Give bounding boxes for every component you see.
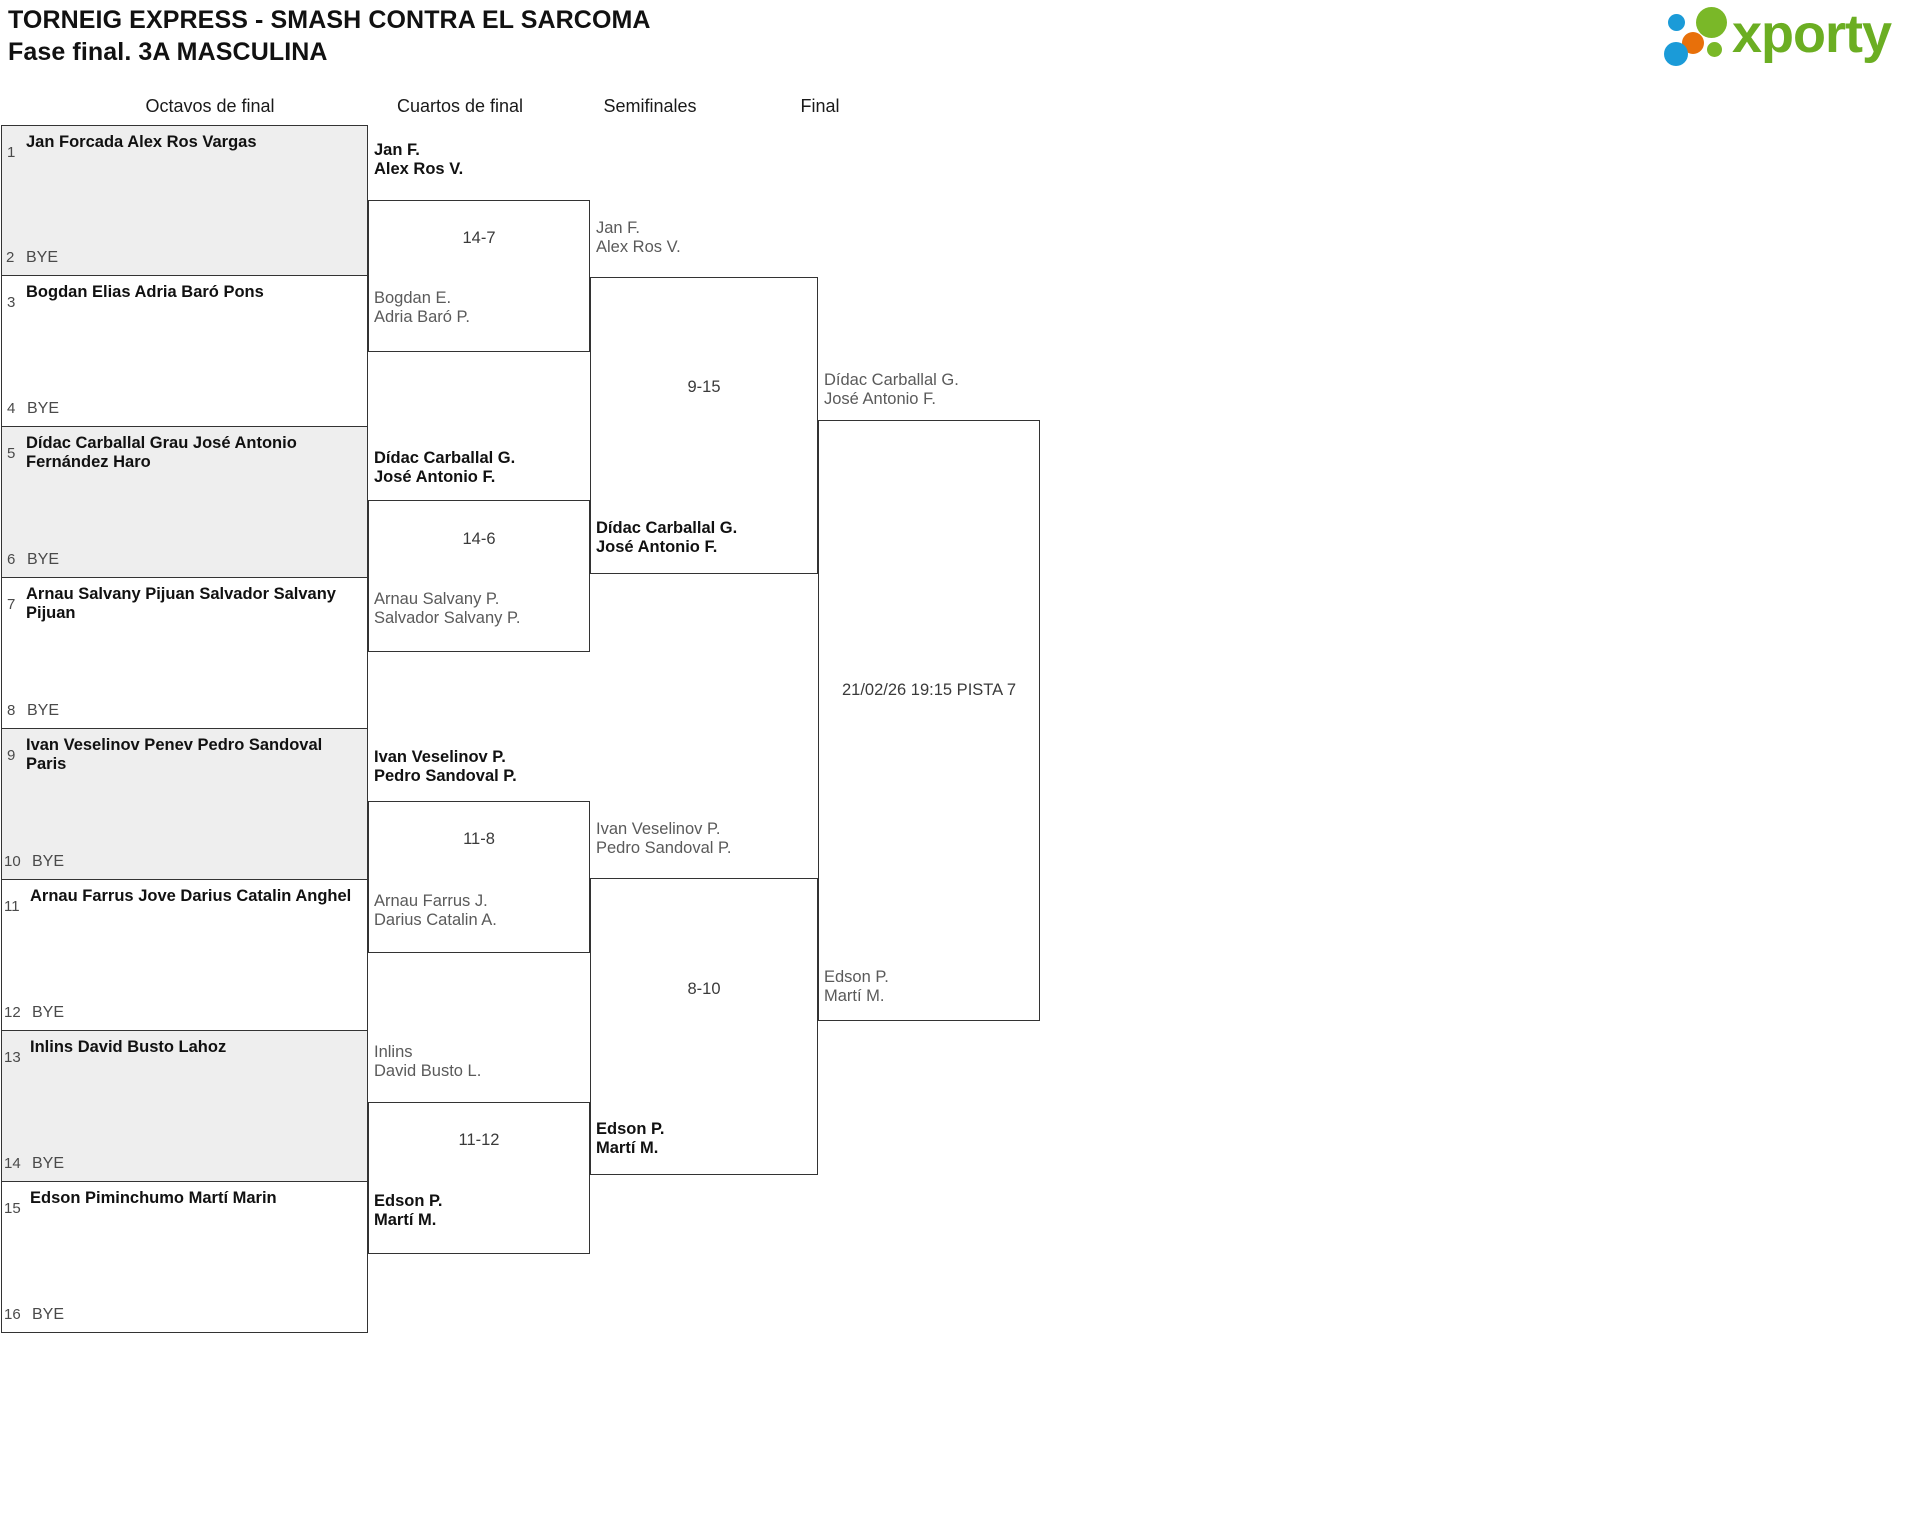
seed-number: 6: [7, 551, 16, 568]
qf-3-top-team: Ivan Veselinov P. Pedro Sandoval P.: [374, 748, 517, 785]
seed-number: 12: [4, 1004, 21, 1021]
seed-number: 2: [6, 249, 15, 266]
seed-players: Ivan Veselinov Penev Pedro Sandoval Pari…: [26, 736, 323, 773]
qf-2-score: 14-6: [462, 530, 496, 548]
seed-number: 1: [7, 144, 16, 161]
qf-3-bottom-team: Arnau Farrus J. Darius Catalin A.: [374, 892, 497, 929]
qf-1-bottom-team: Bogdan E. Adria Baró P.: [374, 289, 471, 326]
sf-2-top-team: Ivan Veselinov P. Pedro Sandoval P.: [596, 820, 732, 857]
seed-number: 8: [7, 702, 16, 719]
tournament-title: TORNEIG EXPRESS - SMASH CONTRA EL SARCOM…: [8, 6, 651, 34]
match-box-qf-1[interactable]: [368, 200, 590, 352]
seed-players: Bogdan Elias Adria Baró Pons: [26, 283, 264, 301]
seed-players: Dídac Carballal Grau José Antonio Fernán…: [26, 434, 297, 471]
seed-bye-label: BYE: [32, 1306, 65, 1323]
logo-dot-blue-small-icon: [1668, 14, 1685, 31]
seed-cell-1[interactable]: 1 Jan Forcada Alex Ros Vargas: [1, 125, 368, 276]
seed-number: 9: [7, 747, 16, 764]
final-bottom-team: Edson P. Martí M.: [824, 968, 889, 1005]
logo-dot-orange-icon: [1682, 32, 1704, 54]
seed-bye-label: BYE: [26, 249, 59, 266]
sf-2-bottom-team: Edson P. Martí M.: [596, 1120, 665, 1157]
seed-number: 14: [4, 1155, 21, 1172]
seed-players: Edson Piminchumo Martí Marin: [30, 1189, 277, 1207]
seed-bye-label: BYE: [32, 1004, 65, 1021]
seed-number: 3: [7, 294, 16, 311]
qf-4-top-team: Inlins David Busto L.: [374, 1043, 482, 1080]
seed-number: 16: [4, 1306, 21, 1323]
seed-number: 11: [4, 898, 20, 915]
logo-dot-green-small-icon: [1707, 42, 1722, 57]
sf-1-bottom-team: Dídac Carballal G. José Antonio F.: [596, 519, 738, 556]
page-title: TORNEIG EXPRESS - SMASH CONTRA EL SARCOM…: [8, 4, 1208, 68]
sf-1-score: 9-15: [687, 378, 721, 396]
match-box-qf-4[interactable]: [368, 1102, 590, 1254]
round-header-octavos: Octavos de final: [145, 96, 275, 116]
round-header-final: Final: [800, 96, 840, 116]
round-header-semis: Semifinales: [603, 96, 697, 116]
seed-number: 13: [4, 1049, 21, 1066]
match-box-sf-2[interactable]: [590, 878, 818, 1175]
seed-cell-15[interactable]: 15 Edson Piminchumo Martí Marin 16 BYE: [1, 1182, 368, 1333]
match-box-qf-3[interactable]: [368, 801, 590, 953]
seed-cell-2-label: 2 BYE: [1, 125, 368, 276]
match-box-final[interactable]: [818, 420, 1040, 1021]
seed-bye-label: BYE: [27, 702, 60, 719]
seed-cell-11[interactable]: 11 Arnau Farrus Jove Darius Catalin Angh…: [1, 880, 368, 1031]
qf-4-score: 11-12: [458, 1131, 500, 1149]
seed-bye-label: BYE: [27, 400, 60, 417]
qf-4-bottom-team: Edson P. Martí M.: [374, 1192, 443, 1229]
seed-cell-7[interactable]: 7 Arnau Salvany Pijuan Salvador Salvany …: [1, 578, 368, 729]
qf-3-score: 11-8: [463, 830, 495, 848]
logo-dot-green-large-icon: [1696, 7, 1727, 38]
qf-2-bottom-team: Arnau Salvany P. Salvador Salvany P.: [374, 590, 521, 627]
seed-players: Arnau Salvany Pijuan Salvador Salvany Pi…: [26, 585, 336, 622]
seed-number: 5: [7, 445, 16, 462]
logo-dot-blue-large-icon: [1664, 42, 1688, 66]
qf-1-top-team: Jan F. Alex Ros V.: [374, 141, 464, 178]
seed-cell-3[interactable]: 3 Bogdan Elias Adria Baró Pons 4 BYE: [1, 276, 368, 427]
seed-number: 7: [7, 596, 16, 613]
match-box-sf-1[interactable]: [590, 277, 818, 574]
final-top-team: Dídac Carballal G. José Antonio F.: [824, 371, 959, 408]
seed-number: 4: [7, 400, 16, 417]
qf-2-top-team: Dídac Carballal G. José Antonio F.: [374, 449, 516, 486]
seed-players: Arnau Farrus Jove Darius Catalin Anghel: [30, 887, 352, 905]
logo-dots-icon: [1664, 6, 1736, 68]
seed-cell-13[interactable]: 13 Inlins David Busto Lahoz 14 BYE: [1, 1031, 368, 1182]
sf-2-score: 8-10: [687, 980, 721, 998]
seed-cell-9[interactable]: 9 Ivan Veselinov Penev Pedro Sandoval Pa…: [1, 729, 368, 880]
logo-wordmark: xporty: [1732, 4, 1892, 64]
final-schedule: 21/02/26 19:15 PISTA 7: [842, 681, 1016, 699]
sf-1-top-team: Jan F. Alex Ros V.: [596, 219, 681, 256]
match-box-qf-2[interactable]: [368, 500, 590, 652]
seed-players: Jan Forcada Alex Ros Vargas: [26, 133, 257, 151]
tournament-subtitle: Fase final. 3A MASCULINA: [8, 38, 328, 66]
seed-bye-label: BYE: [32, 853, 65, 870]
seed-players: Inlins David Busto Lahoz: [30, 1038, 227, 1056]
xporty-logo: xporty: [1664, 4, 1904, 66]
seed-number: 10: [4, 853, 21, 870]
qf-1-score: 14-7: [462, 229, 496, 247]
seed-number: 15: [4, 1200, 21, 1217]
seed-bye-label: BYE: [27, 551, 60, 568]
round-header-cuartos: Cuartos de final: [396, 96, 524, 116]
seed-bye-label: BYE: [32, 1155, 65, 1172]
seed-cell-5[interactable]: 5 Dídac Carballal Grau José Antonio Fern…: [1, 427, 368, 578]
